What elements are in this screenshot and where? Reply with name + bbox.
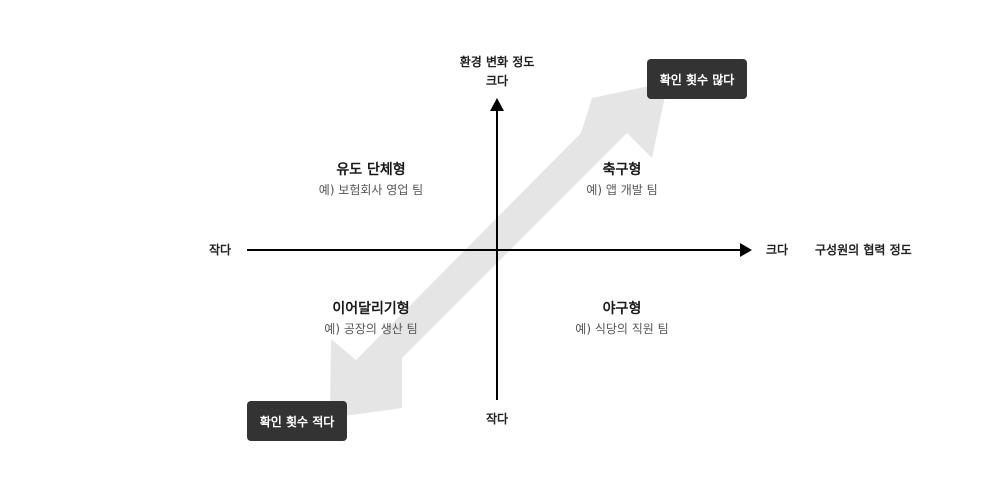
x-axis-right-label: 크다 xyxy=(766,243,789,257)
x-axis-left-label: 작다 xyxy=(209,243,232,257)
y-axis-title: 환경 변화 정도 xyxy=(459,55,535,69)
quadrant-bottom-right-title: 야구형 xyxy=(602,301,642,317)
badge-low-frequency: 확인 횟수 적다 xyxy=(247,401,347,441)
y-axis-bottom-label: 작다 xyxy=(485,412,509,426)
badge-high-frequency: 확인 횟수 많다 xyxy=(647,59,747,99)
y-axis-top-label: 크다 xyxy=(485,74,509,88)
quadrant-bottom-left-title: 이어달리기형 xyxy=(332,301,410,317)
x-axis-arrowhead xyxy=(740,243,752,257)
quadrant-top-left-example: 예) 보험회사 영업 팀 xyxy=(318,183,424,197)
y-axis-arrowhead xyxy=(490,98,504,111)
quadrant-bottom-right-example: 예) 식당의 직원 팀 xyxy=(575,322,669,336)
quadrant-bottom-left-example: 예) 공장의 생산 팀 xyxy=(324,322,418,336)
quadrant-top-right-example: 예) 앱 개발 팀 xyxy=(586,183,658,197)
quadrant-top-right-title: 축구형 xyxy=(602,162,642,178)
x-axis-title: 구성원의 협력 정도 xyxy=(815,243,912,257)
quadrant-top-left-title: 유도 단체형 xyxy=(336,162,406,178)
